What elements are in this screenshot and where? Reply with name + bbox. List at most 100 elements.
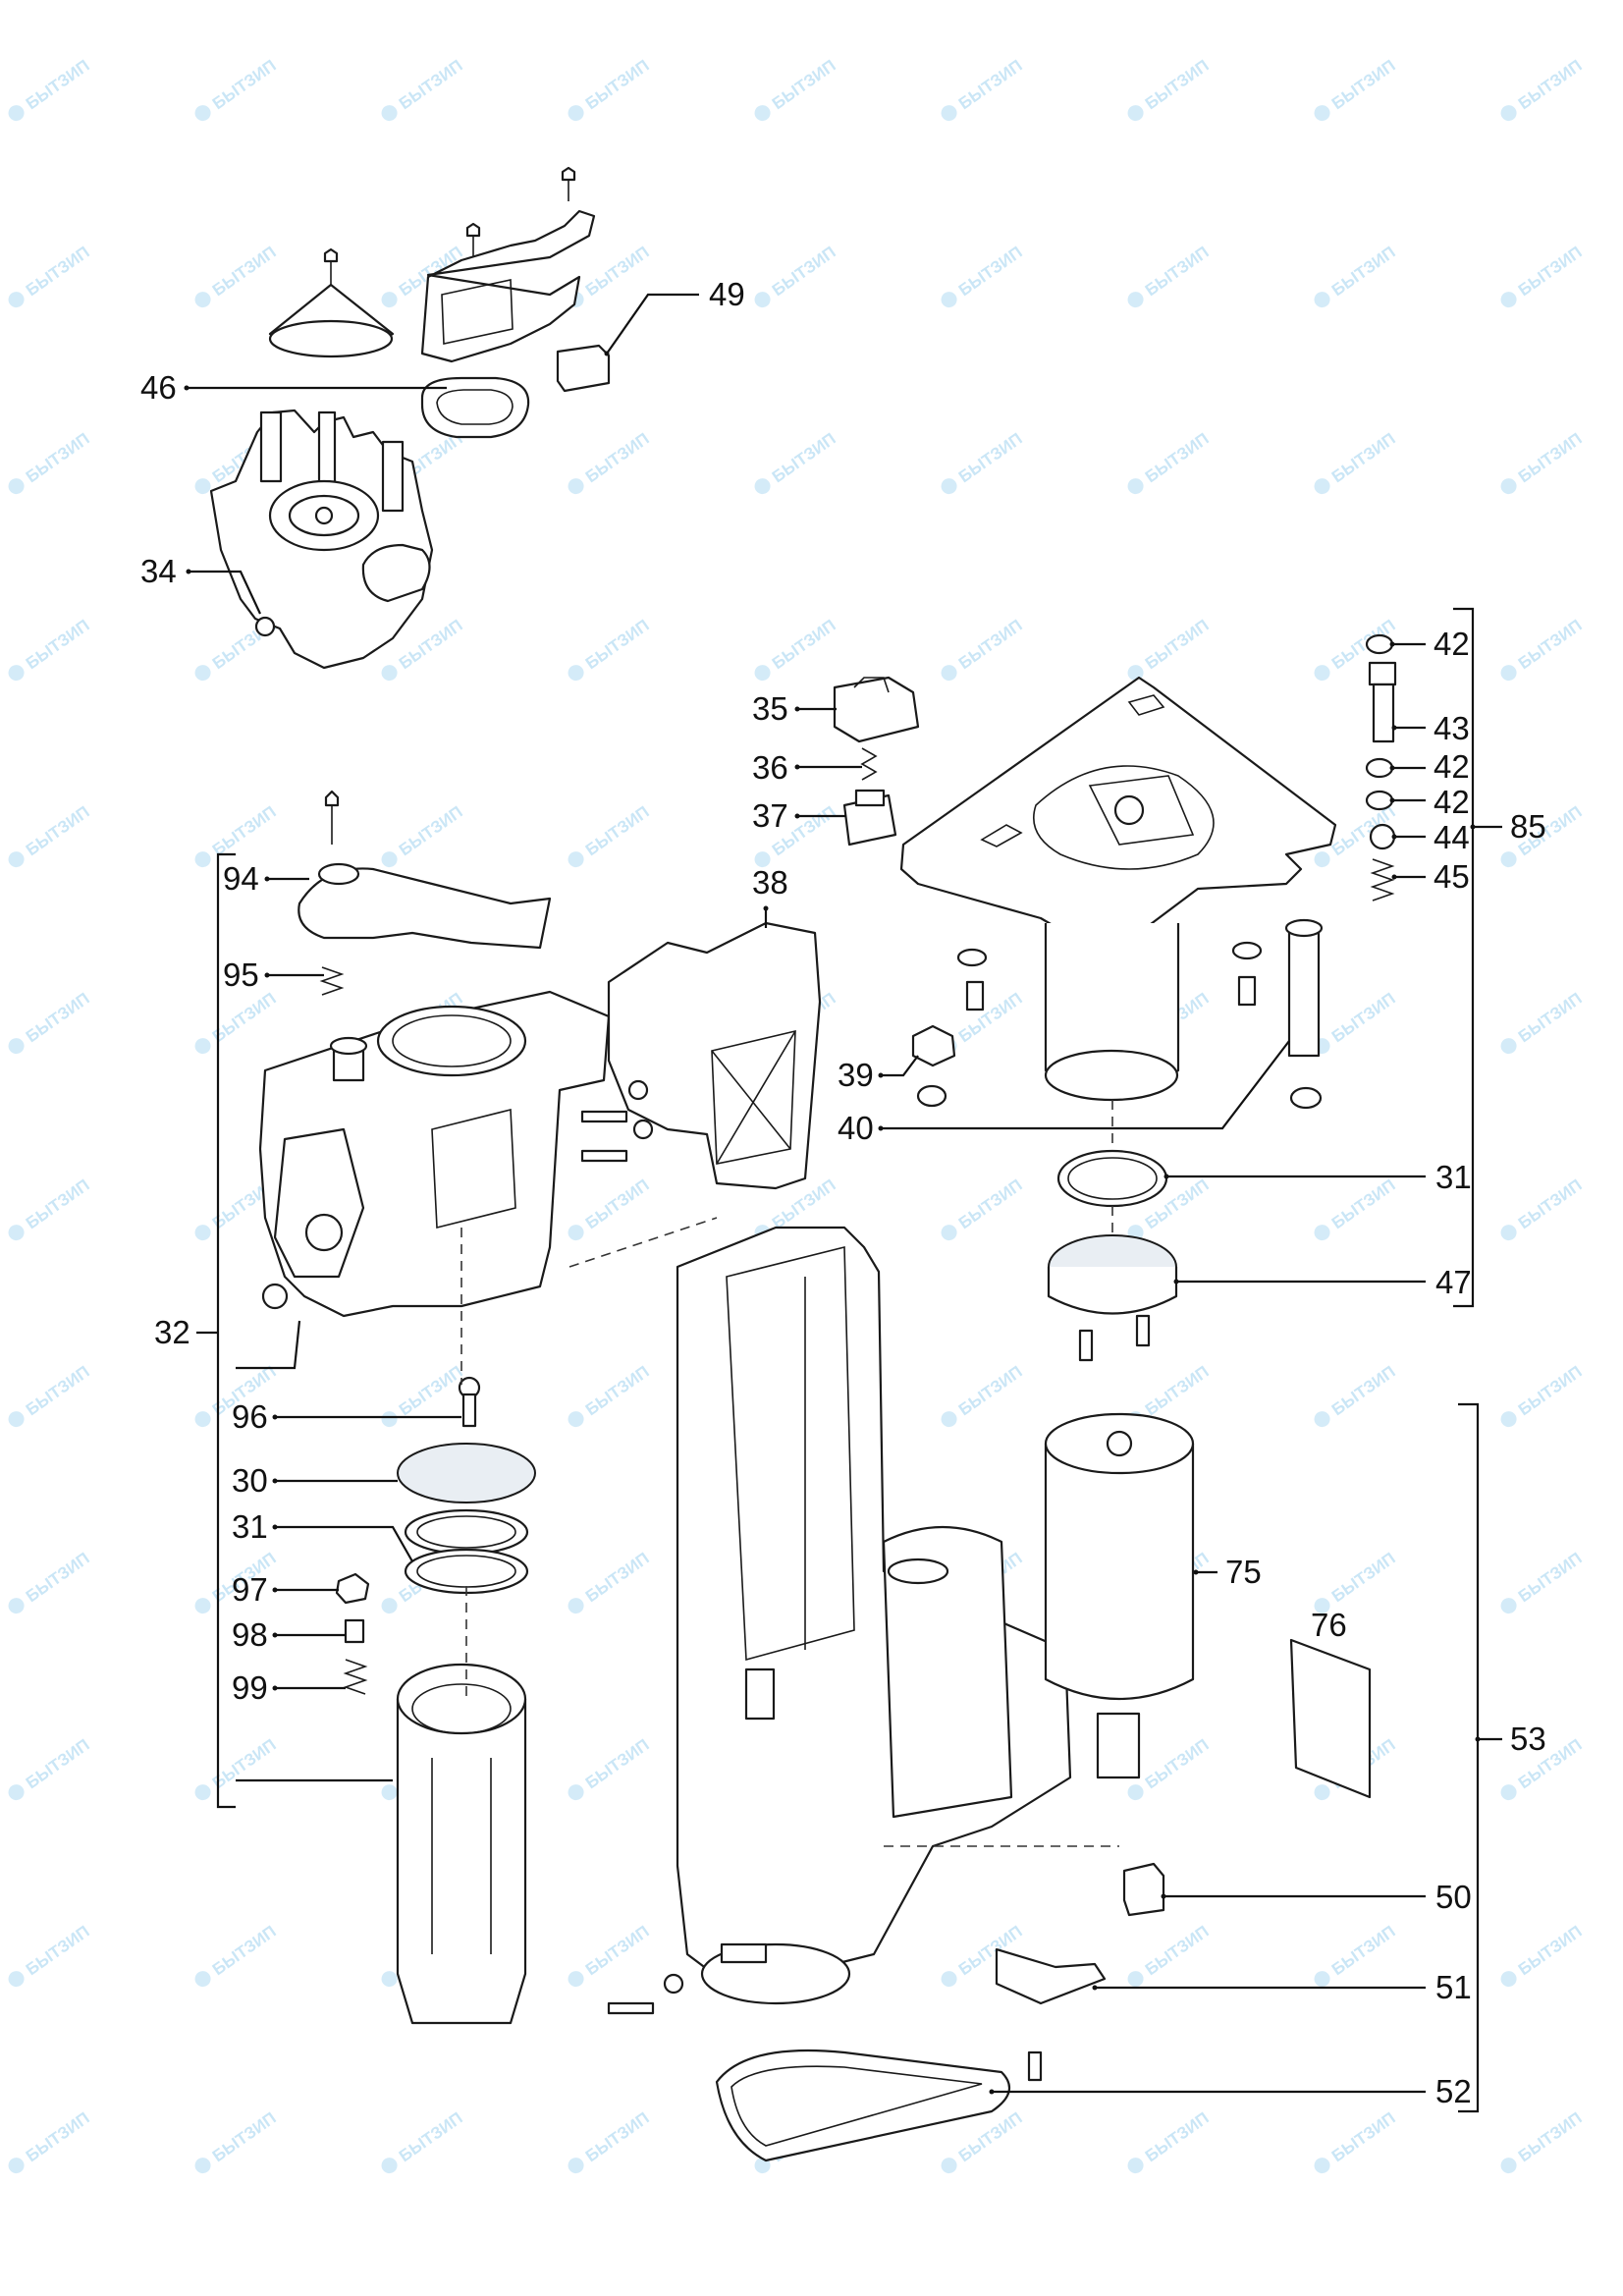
- watermark-stamp: БЫТЗИП: [381, 56, 466, 122]
- watermark-stamp: БЫТЗИП: [754, 616, 839, 682]
- watermark-logo-icon: [194, 292, 211, 308]
- watermark-logo-icon: [8, 1598, 25, 1614]
- watermark-stamp: БЫТЗИП: [1500, 616, 1586, 682]
- part-34-grinder-body: [209, 409, 434, 670]
- watermark-logo-icon: [1127, 478, 1144, 495]
- watermark-stamp: БЫТЗИП: [1314, 2108, 1399, 2174]
- watermark-stamp: БЫТЗИП: [941, 429, 1026, 495]
- watermark-logo-icon: [754, 851, 771, 868]
- watermark-text: БЫТЗИП: [209, 1922, 280, 1979]
- watermark-logo-icon: [381, 1784, 398, 1801]
- watermark-stamp: БЫТЗИП: [568, 802, 653, 868]
- watermark-text: БЫТЗИП: [23, 429, 93, 486]
- callout-label-43: 43: [1434, 710, 1470, 746]
- watermark-logo-icon: [8, 851, 25, 868]
- callout-label-94: 94: [223, 860, 259, 897]
- group-bracket: [216, 852, 236, 1809]
- watermark-stamp: БЫТЗИП: [1500, 56, 1586, 122]
- watermark-logo-icon: [1500, 478, 1517, 495]
- callout-label-45: 45: [1434, 858, 1470, 895]
- part-96-99-stack: [335, 1376, 536, 2025]
- watermark-logo-icon: [941, 1971, 957, 1988]
- leader-dot-43: [1391, 725, 1397, 731]
- callout-label-42b: 42: [1434, 748, 1470, 785]
- watermark-logo-icon: [941, 1225, 957, 1241]
- part-31-47-rings: [1047, 1149, 1178, 1362]
- callout-label-99: 99: [232, 1669, 268, 1706]
- watermark-stamp: БЫТЗИП: [8, 56, 93, 122]
- callout-label-95: 95: [223, 957, 259, 993]
- watermark-stamp: БЫТЗИП: [194, 243, 280, 308]
- watermark-logo-icon: [1127, 1971, 1144, 1988]
- watermark-stamp: БЫТЗИП: [1314, 989, 1399, 1055]
- watermark-stamp: БЫТЗИП: [8, 1362, 93, 1428]
- watermark-logo-icon: [568, 478, 584, 495]
- watermark-logo-icon: [1500, 292, 1517, 308]
- watermark-logo-icon: [381, 665, 398, 682]
- watermark-logo-icon: [8, 292, 25, 308]
- leader-dot-34: [186, 569, 191, 574]
- callout-label-36: 36: [752, 749, 788, 786]
- watermark-text: БЫТЗИП: [955, 989, 1026, 1046]
- watermark-text: БЫТЗИП: [582, 1175, 653, 1232]
- watermark-logo-icon: [754, 665, 771, 682]
- leader-dot-30: [272, 1478, 278, 1484]
- leader-dot-39: [878, 1072, 884, 1078]
- watermark-stamp: БЫТЗИП: [1127, 616, 1213, 682]
- watermark-text: БЫТЗИП: [955, 616, 1026, 673]
- watermark-logo-icon: [194, 665, 211, 682]
- watermark-text: БЫТЗИП: [23, 1922, 93, 1979]
- watermark-logo-icon: [8, 105, 25, 122]
- watermark-stamp: БЫТЗИП: [1127, 429, 1213, 495]
- watermark-logo-icon: [1127, 2158, 1144, 2174]
- leader-line-49: [606, 293, 699, 355]
- watermark-stamp: БЫТЗИП: [1314, 1175, 1399, 1241]
- callout-label-38: 38: [752, 864, 788, 901]
- watermark-logo-icon: [8, 2158, 25, 2174]
- watermark-logo-icon: [194, 2158, 211, 2174]
- watermark-text: БЫТЗИП: [23, 616, 93, 673]
- watermark-logo-icon: [568, 1225, 584, 1241]
- watermark-text: БЫТЗИП: [23, 1735, 93, 1792]
- leader-dot-45: [1391, 874, 1397, 880]
- callout-label-42a: 42: [1434, 626, 1470, 662]
- watermark-text: БЫТЗИП: [769, 429, 839, 486]
- leader-lines: [184, 293, 1502, 2113]
- watermark-logo-icon: [194, 1971, 211, 1988]
- watermark-text: БЫТЗИП: [1142, 2108, 1213, 2165]
- watermark-logo-icon: [754, 2158, 771, 2174]
- watermark-text: БЫТЗИП: [582, 1549, 653, 1606]
- watermark-logo-icon: [1314, 2158, 1330, 2174]
- watermark-logo-icon: [1500, 1411, 1517, 1428]
- group-bracket: [236, 1320, 301, 1370]
- watermark-stamp: БЫТЗИП: [8, 243, 93, 308]
- watermark-text: БЫТЗИП: [1142, 1922, 1213, 1979]
- watermark-text: БЫТЗИП: [1328, 56, 1399, 113]
- watermark-text: БЫТЗИП: [1328, 2108, 1399, 2165]
- leader-dot-31b: [272, 1524, 278, 1530]
- watermark-stamp: БЫТЗИП: [1314, 1362, 1399, 1428]
- watermark-text: БЫТЗИП: [396, 56, 466, 113]
- watermark-logo-icon: [1314, 1598, 1330, 1614]
- leader-dot-42a: [1389, 641, 1395, 647]
- watermark-logo-icon: [194, 1038, 211, 1055]
- watermark-stamp: БЫТЗИП: [8, 616, 93, 682]
- watermark-logo-icon: [941, 105, 957, 122]
- group-bracket: [1453, 607, 1475, 1308]
- leader-dot-98: [272, 1632, 278, 1638]
- leader-dot-37: [794, 813, 800, 819]
- watermark-logo-icon: [941, 1411, 957, 1428]
- watermark-logo-icon: [568, 665, 584, 682]
- watermark-logo-icon: [568, 1971, 584, 1988]
- watermark-text: БЫТЗИП: [1328, 243, 1399, 300]
- watermark-text: БЫТЗИП: [582, 802, 653, 859]
- watermark-stamp: БЫТЗИП: [754, 429, 839, 495]
- watermark-text: БЫТЗИП: [23, 1362, 93, 1419]
- callout-label-35: 35: [752, 690, 788, 727]
- watermark-logo-icon: [568, 2158, 584, 2174]
- watermark-logo-icon: [8, 1784, 25, 1801]
- watermark-logo-icon: [568, 851, 584, 868]
- watermark-text: БЫТЗИП: [582, 1362, 653, 1419]
- callout-label-96: 96: [232, 1398, 268, 1435]
